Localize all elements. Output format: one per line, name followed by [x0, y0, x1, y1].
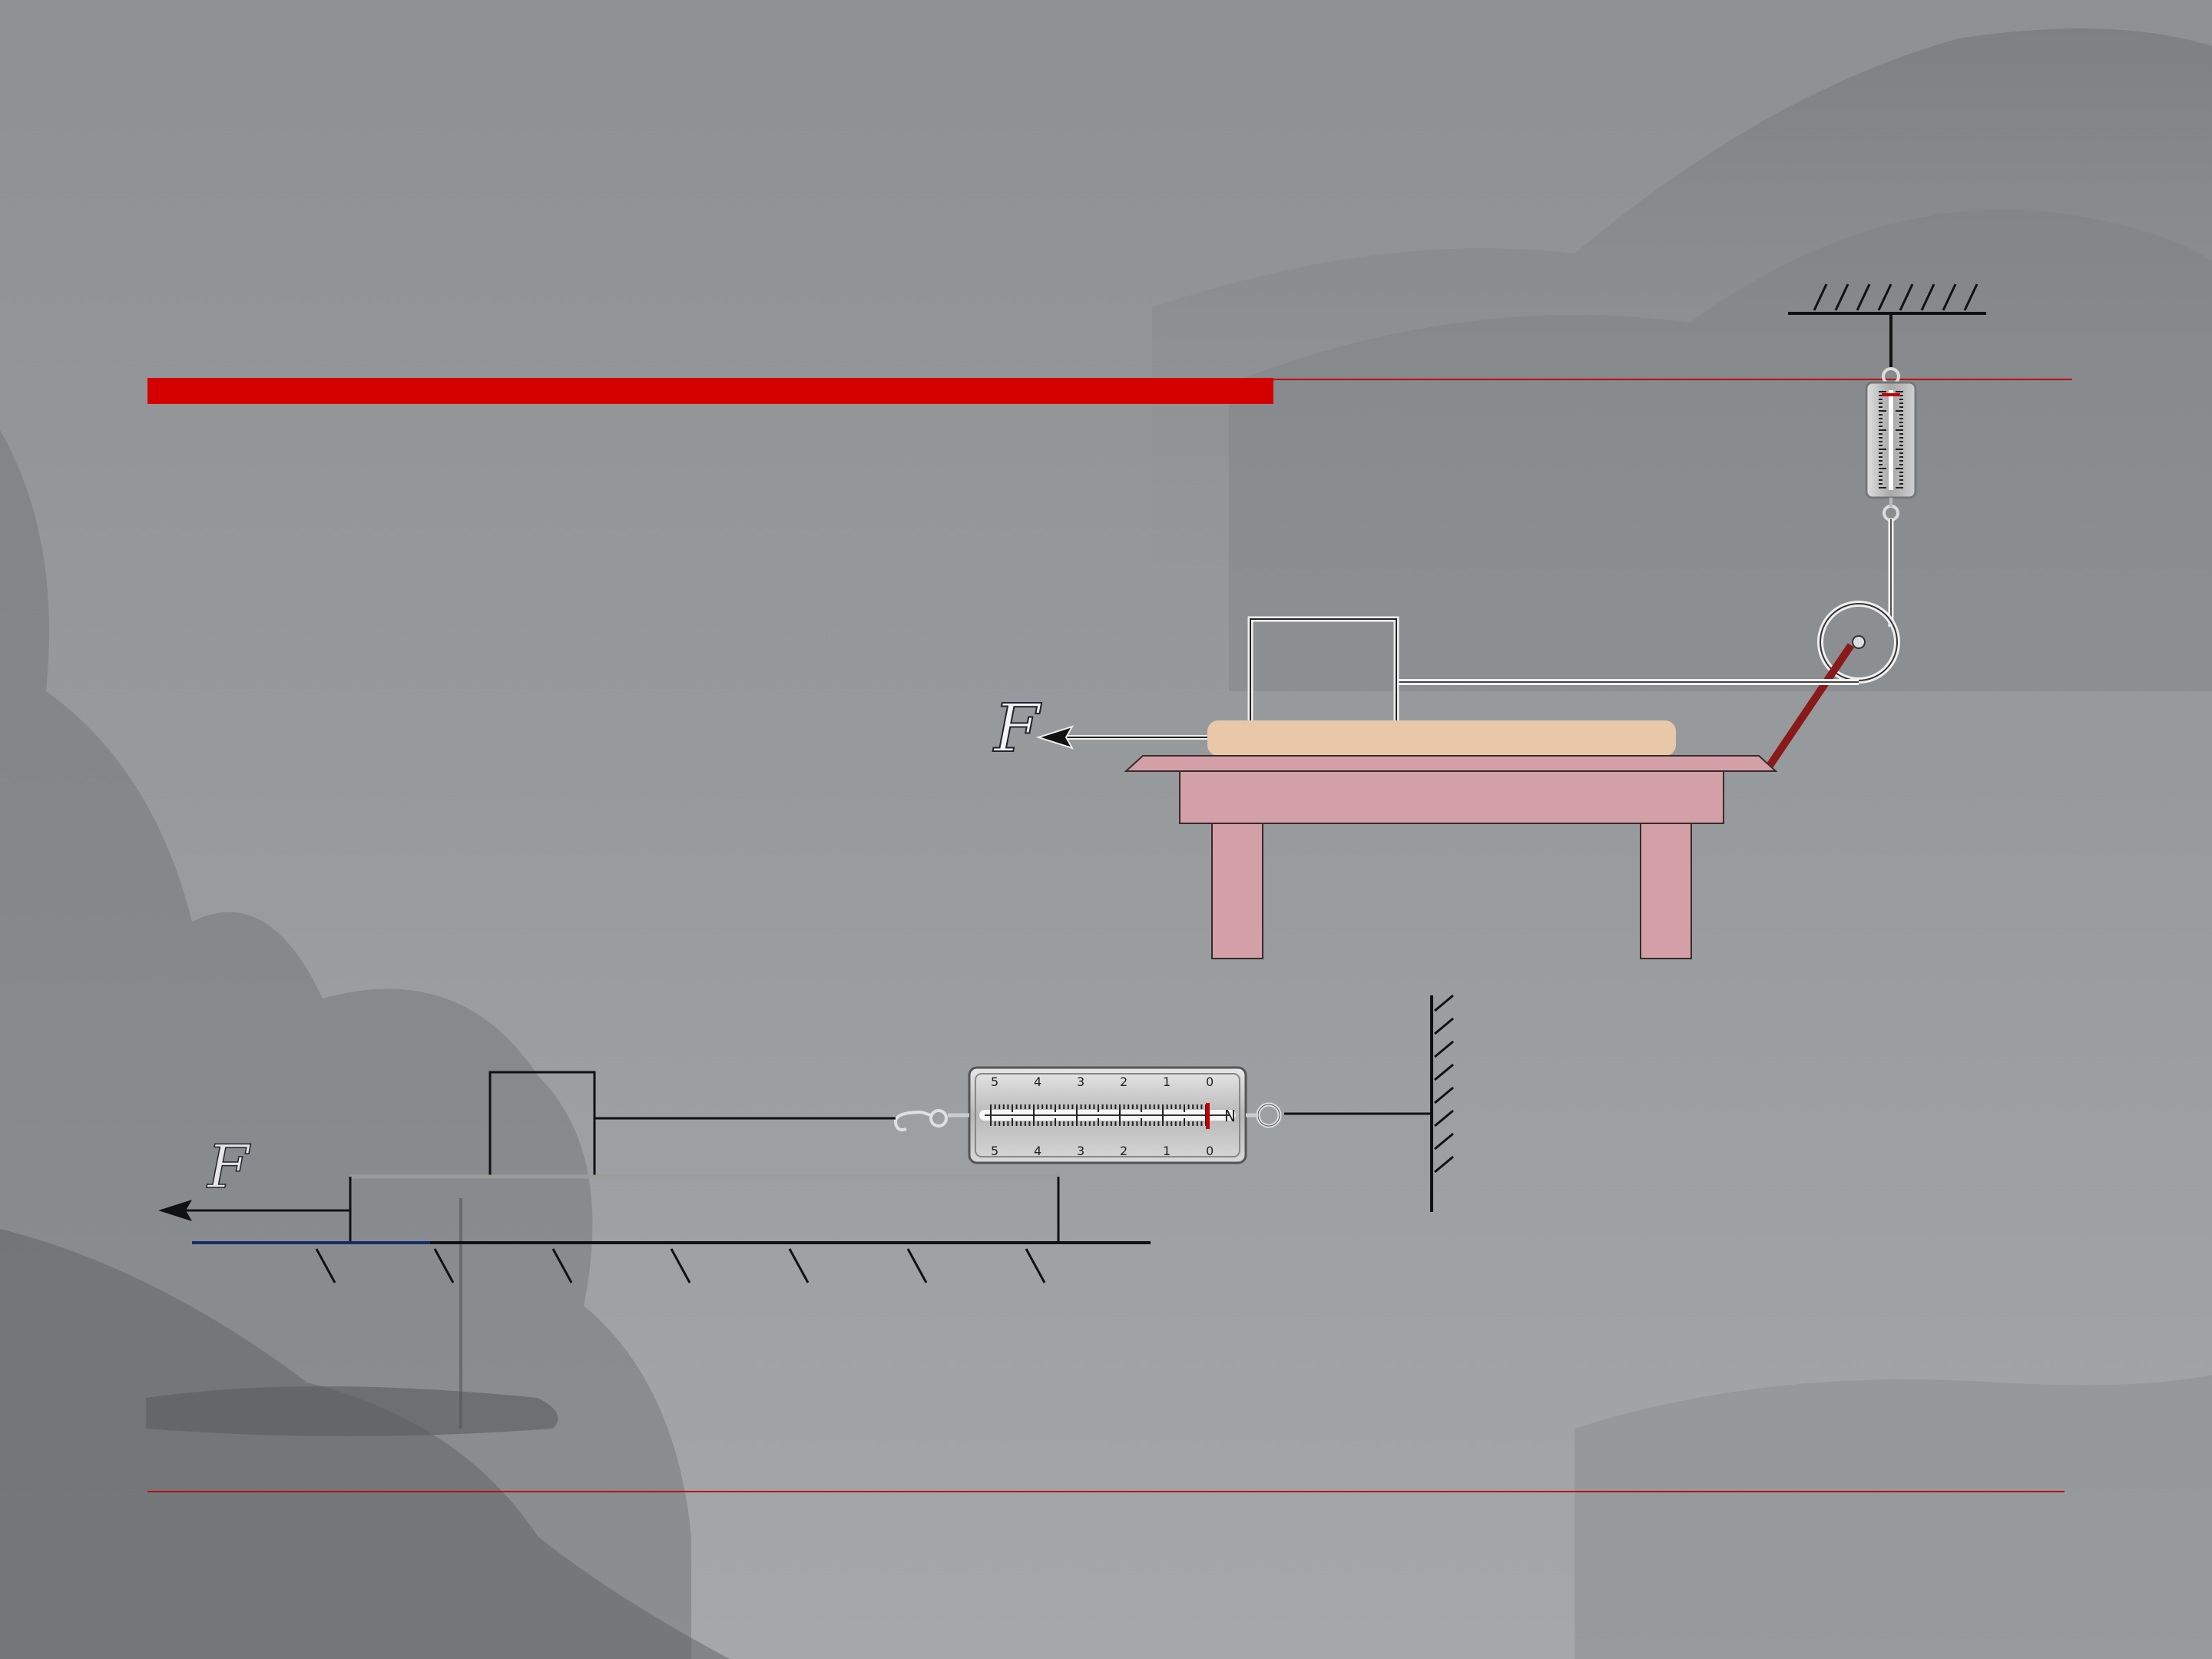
- hscale-top-mark-5: 0: [1206, 1075, 1214, 1089]
- hscale-bottom-mark-5: 0: [1206, 1144, 1214, 1158]
- hscale-bottom-mark-0: 5: [991, 1144, 998, 1158]
- hscale-bottom-mark-1: 4: [1034, 1144, 1041, 1158]
- pulley-bracket: [1764, 643, 1855, 770]
- hscale-top-mark-0: 5: [991, 1075, 998, 1089]
- diagram-bottom: 5 4 3 2 1 0 5 4 3 2 1 0 N: [158, 994, 1454, 1283]
- hscale-bottom-mark-2: 3: [1077, 1144, 1084, 1158]
- hscale-bottom-mark-4: 1: [1163, 1144, 1171, 1158]
- hscale-top-mark-2: 3: [1077, 1075, 1084, 1089]
- table: [1124, 755, 1778, 959]
- force-arrow-bottom: [158, 1200, 350, 1221]
- wall: [1430, 994, 1454, 1212]
- force-arrow-top: [1035, 725, 1207, 750]
- horizontal-spring-scale: 5 4 3 2 1 0 5 4 3 2 1 0 N: [893, 1066, 1282, 1164]
- vertical-spring-scale: [1865, 367, 1917, 522]
- hscale-bottom-mark-3: 2: [1120, 1144, 1128, 1158]
- board: [1207, 720, 1676, 756]
- hscale-top-mark-1: 4: [1034, 1075, 1041, 1089]
- ceiling-support: [1788, 283, 1986, 369]
- diagram-top: F: [992, 283, 1986, 959]
- title-accent-bar: [147, 378, 1273, 404]
- hscale-top-mark-3: 2: [1120, 1075, 1128, 1089]
- hscale-top-mark-4: 1: [1163, 1075, 1171, 1089]
- hscale-unit: N: [1224, 1107, 1236, 1125]
- title-bar: [147, 378, 2072, 404]
- force-label-bottom: F: [206, 1133, 251, 1202]
- force-label-top: F: [992, 690, 1042, 767]
- floor: [192, 1241, 1151, 1283]
